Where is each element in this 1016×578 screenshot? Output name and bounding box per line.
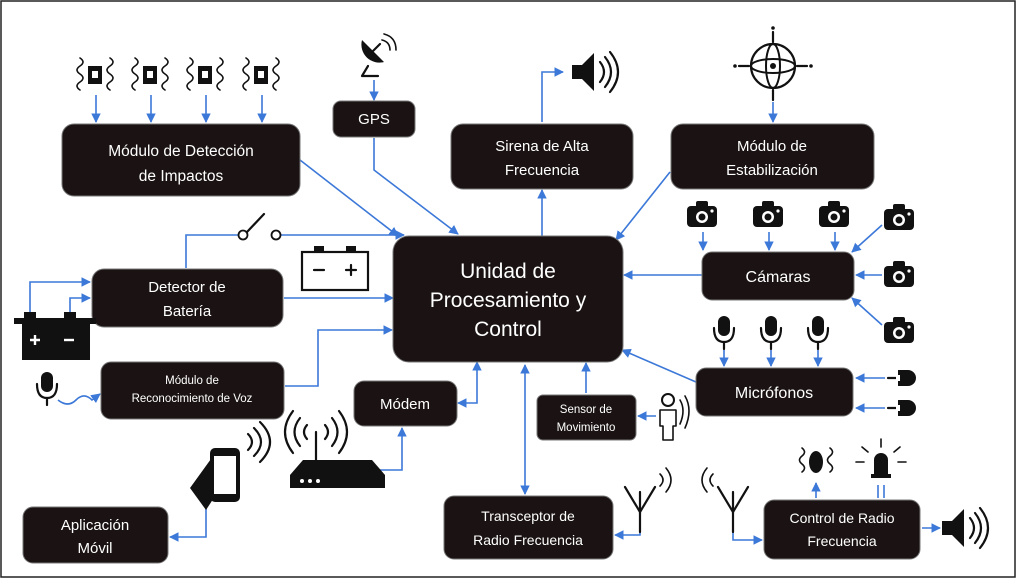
wifi-router-icon [283, 409, 385, 488]
microphones-label: Micrófonos [735, 385, 813, 402]
modem-label: Módem [380, 396, 430, 413]
rf-control-label-2: Frecuencia [807, 533, 876, 549]
processing-unit-box [392, 235, 624, 363]
stabilization-label-1: Módulo de [737, 138, 807, 155]
processing-unit-label-3: Control [474, 318, 542, 341]
rf-control-label-1: Control de Radio [789, 510, 894, 526]
mobile-app-block: Aplicación Móvil [22, 506, 169, 564]
cameras-block: Cámaras [701, 251, 855, 301]
rf-control-block: Control de Radio Frecuencia [763, 499, 921, 560]
transceiver-block: Transceptor de Radio Frecuencia [443, 495, 614, 560]
battery-detector-block: Detector de Batería [91, 268, 284, 328]
voice-recognition-block: Módulo de Reconocimiento de Voz [100, 361, 285, 420]
led-icon [855, 438, 907, 478]
transceiver-label-1: Transceptor de [481, 508, 575, 524]
gps-label: GPS [358, 111, 390, 128]
antenna-icon [623, 467, 750, 534]
gps-block: GPS [332, 100, 416, 138]
battery-icon [14, 312, 96, 360]
processing-unit-block: Unidad de Procesamiento y Control [392, 235, 624, 363]
smartphone-hand-icon [190, 420, 272, 510]
person-motion-icon [659, 393, 690, 441]
motion-sensor-label-1: Sensor de [560, 404, 612, 416]
stabilization-block: Módulo de Estabilización [670, 123, 875, 190]
transceiver-label-2: Radio Frecuencia [473, 532, 583, 548]
motion-sensor-block: Sensor de Movimiento [536, 394, 637, 441]
battery-icon [300, 246, 370, 292]
battery-detector-label-1: Detector de [148, 279, 226, 296]
mobile-app-label-2: Móvil [77, 540, 112, 557]
cameras-label: Cámaras [746, 269, 811, 286]
vibration-motor-icon [798, 447, 834, 473]
mobile-app-label-1: Aplicación [61, 517, 129, 534]
siren-label-2: Frecuencia [505, 162, 580, 179]
modem-block: Módem [353, 380, 458, 427]
impact-detection-block: Módulo de Detección de Impactos [61, 123, 301, 197]
gyroscope-icon [733, 26, 813, 102]
satellite-dish-icon [360, 33, 397, 78]
stabilization-label-2: Estabilización [726, 162, 818, 179]
voice-recognition-label-2: Reconocimiento de Voz [132, 393, 253, 405]
siren-block: Sirena de Alta Frecuencia [450, 123, 634, 190]
battery-detector-label-2: Batería [163, 303, 212, 320]
impact-detection-label-1: Módulo de Detección [108, 143, 254, 160]
processing-unit-label-1: Unidad de [460, 260, 556, 283]
motion-sensor-label-2: Movimiento [557, 422, 616, 434]
voice-recognition-label-1: Módulo de [165, 375, 219, 387]
microphones-block: Micrófonos [695, 367, 854, 417]
impact-detection-label-2: de Impactos [139, 168, 224, 185]
siren-label-1: Sirena de Alta [495, 138, 589, 155]
processing-unit-label-2: Procesamiento y [430, 289, 587, 312]
switch-icon [237, 212, 282, 241]
